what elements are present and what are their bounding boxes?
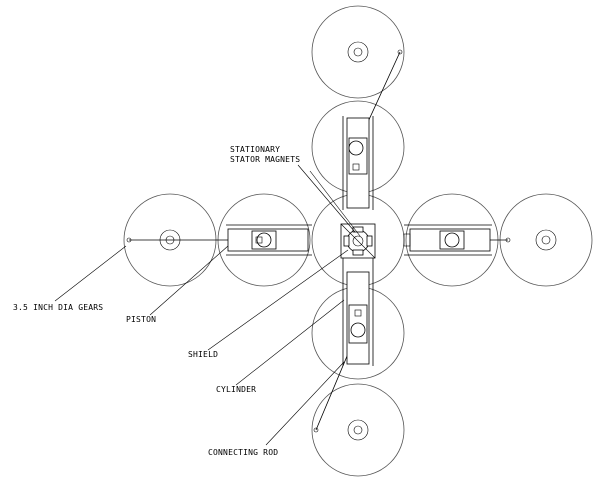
callout-leaders <box>54 164 361 446</box>
cylinder-bottom <box>342 258 374 366</box>
label-cylinder: CYLINDER <box>216 385 256 394</box>
cylinder-top <box>342 116 374 210</box>
cylinder-left <box>226 224 312 256</box>
labels: STATIONARY STATOR MAGNETS 3.5 INCH DIA G… <box>13 145 300 457</box>
label-stationary: STATIONARY <box>230 145 280 154</box>
gear-bottom-outer <box>311 383 405 477</box>
gear-top-outer <box>311 5 405 99</box>
label-gears: 3.5 INCH DIA GEARS <box>13 303 103 312</box>
label-shield: SHIELD <box>188 350 218 359</box>
cylinder-right <box>403 224 492 256</box>
label-piston: PISTON <box>126 315 156 324</box>
label-stator-magnets: STATOR MAGNETS <box>230 155 300 164</box>
gear-right-outer <box>499 193 593 287</box>
label-connecting-rod: CONNECTING ROD <box>208 448 278 457</box>
stator-hub <box>340 223 376 259</box>
